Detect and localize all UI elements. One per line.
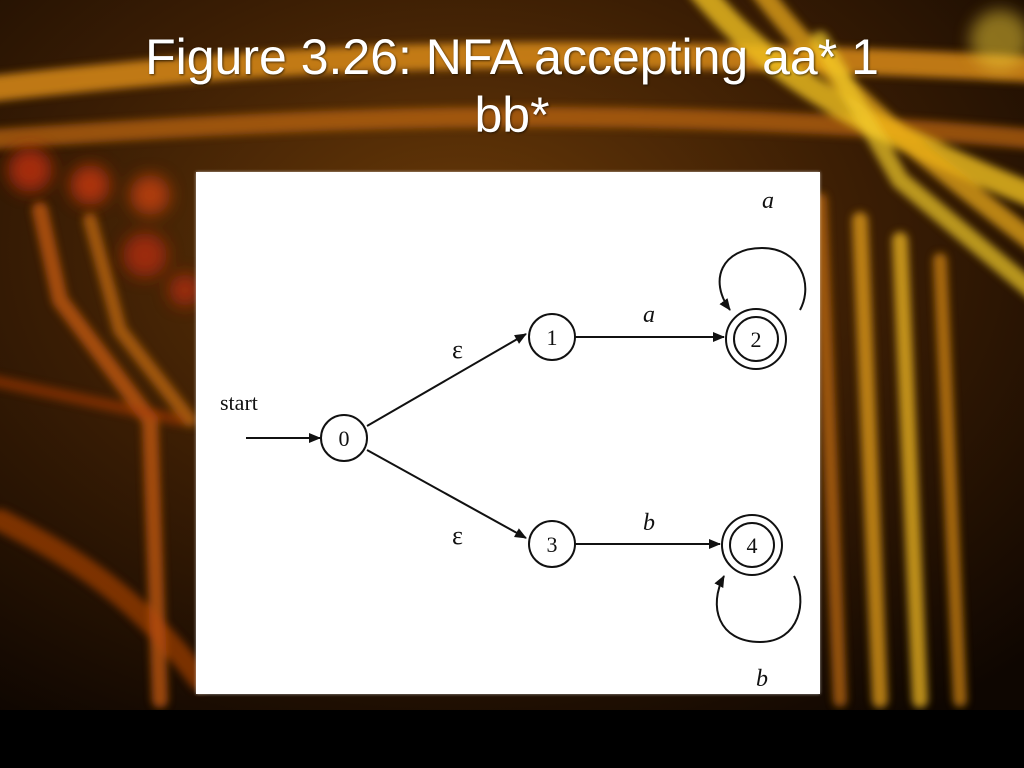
transition-3-4-label: b [643, 510, 655, 536]
slide-title-line-1: Figure 3.26: NFA accepting aa* 1 [145, 29, 879, 85]
transition-1-2-label: a [643, 302, 655, 328]
transition-0-3-label: ε [452, 521, 463, 550]
slide-title-line-2: bb* [474, 87, 550, 143]
state-1: 1 [528, 313, 576, 361]
state-4-label: 4 [747, 533, 758, 558]
nfa-figure-panel: start ε ε a a b b 0 [196, 172, 820, 694]
transition-0-3 [366, 449, 527, 539]
state-3: 3 [528, 520, 576, 568]
transition-4-4-loop [714, 575, 802, 644]
state-0-label: 0 [339, 426, 350, 451]
start-label: start [220, 390, 258, 415]
state-1-label: 1 [547, 325, 558, 350]
slide-title: Figure 3.26: NFA accepting aa* 1 bb* [40, 28, 984, 144]
transition-2-2-loop [718, 246, 807, 311]
nfa-diagram: start ε ε a a b b 0 [220, 188, 807, 692]
transition-0-1-label: ε [452, 335, 463, 364]
state-4-accepting: 4 [721, 514, 783, 576]
transition-2-2-label: a [762, 188, 774, 214]
state-0: 0 [320, 414, 368, 462]
transition-4-4-label: b [756, 666, 768, 692]
bottom-bar [0, 710, 1024, 768]
state-3-label: 3 [547, 532, 558, 557]
transition-0-1 [366, 333, 527, 427]
state-2-accepting: 2 [725, 308, 787, 370]
state-2-label: 2 [751, 327, 762, 352]
